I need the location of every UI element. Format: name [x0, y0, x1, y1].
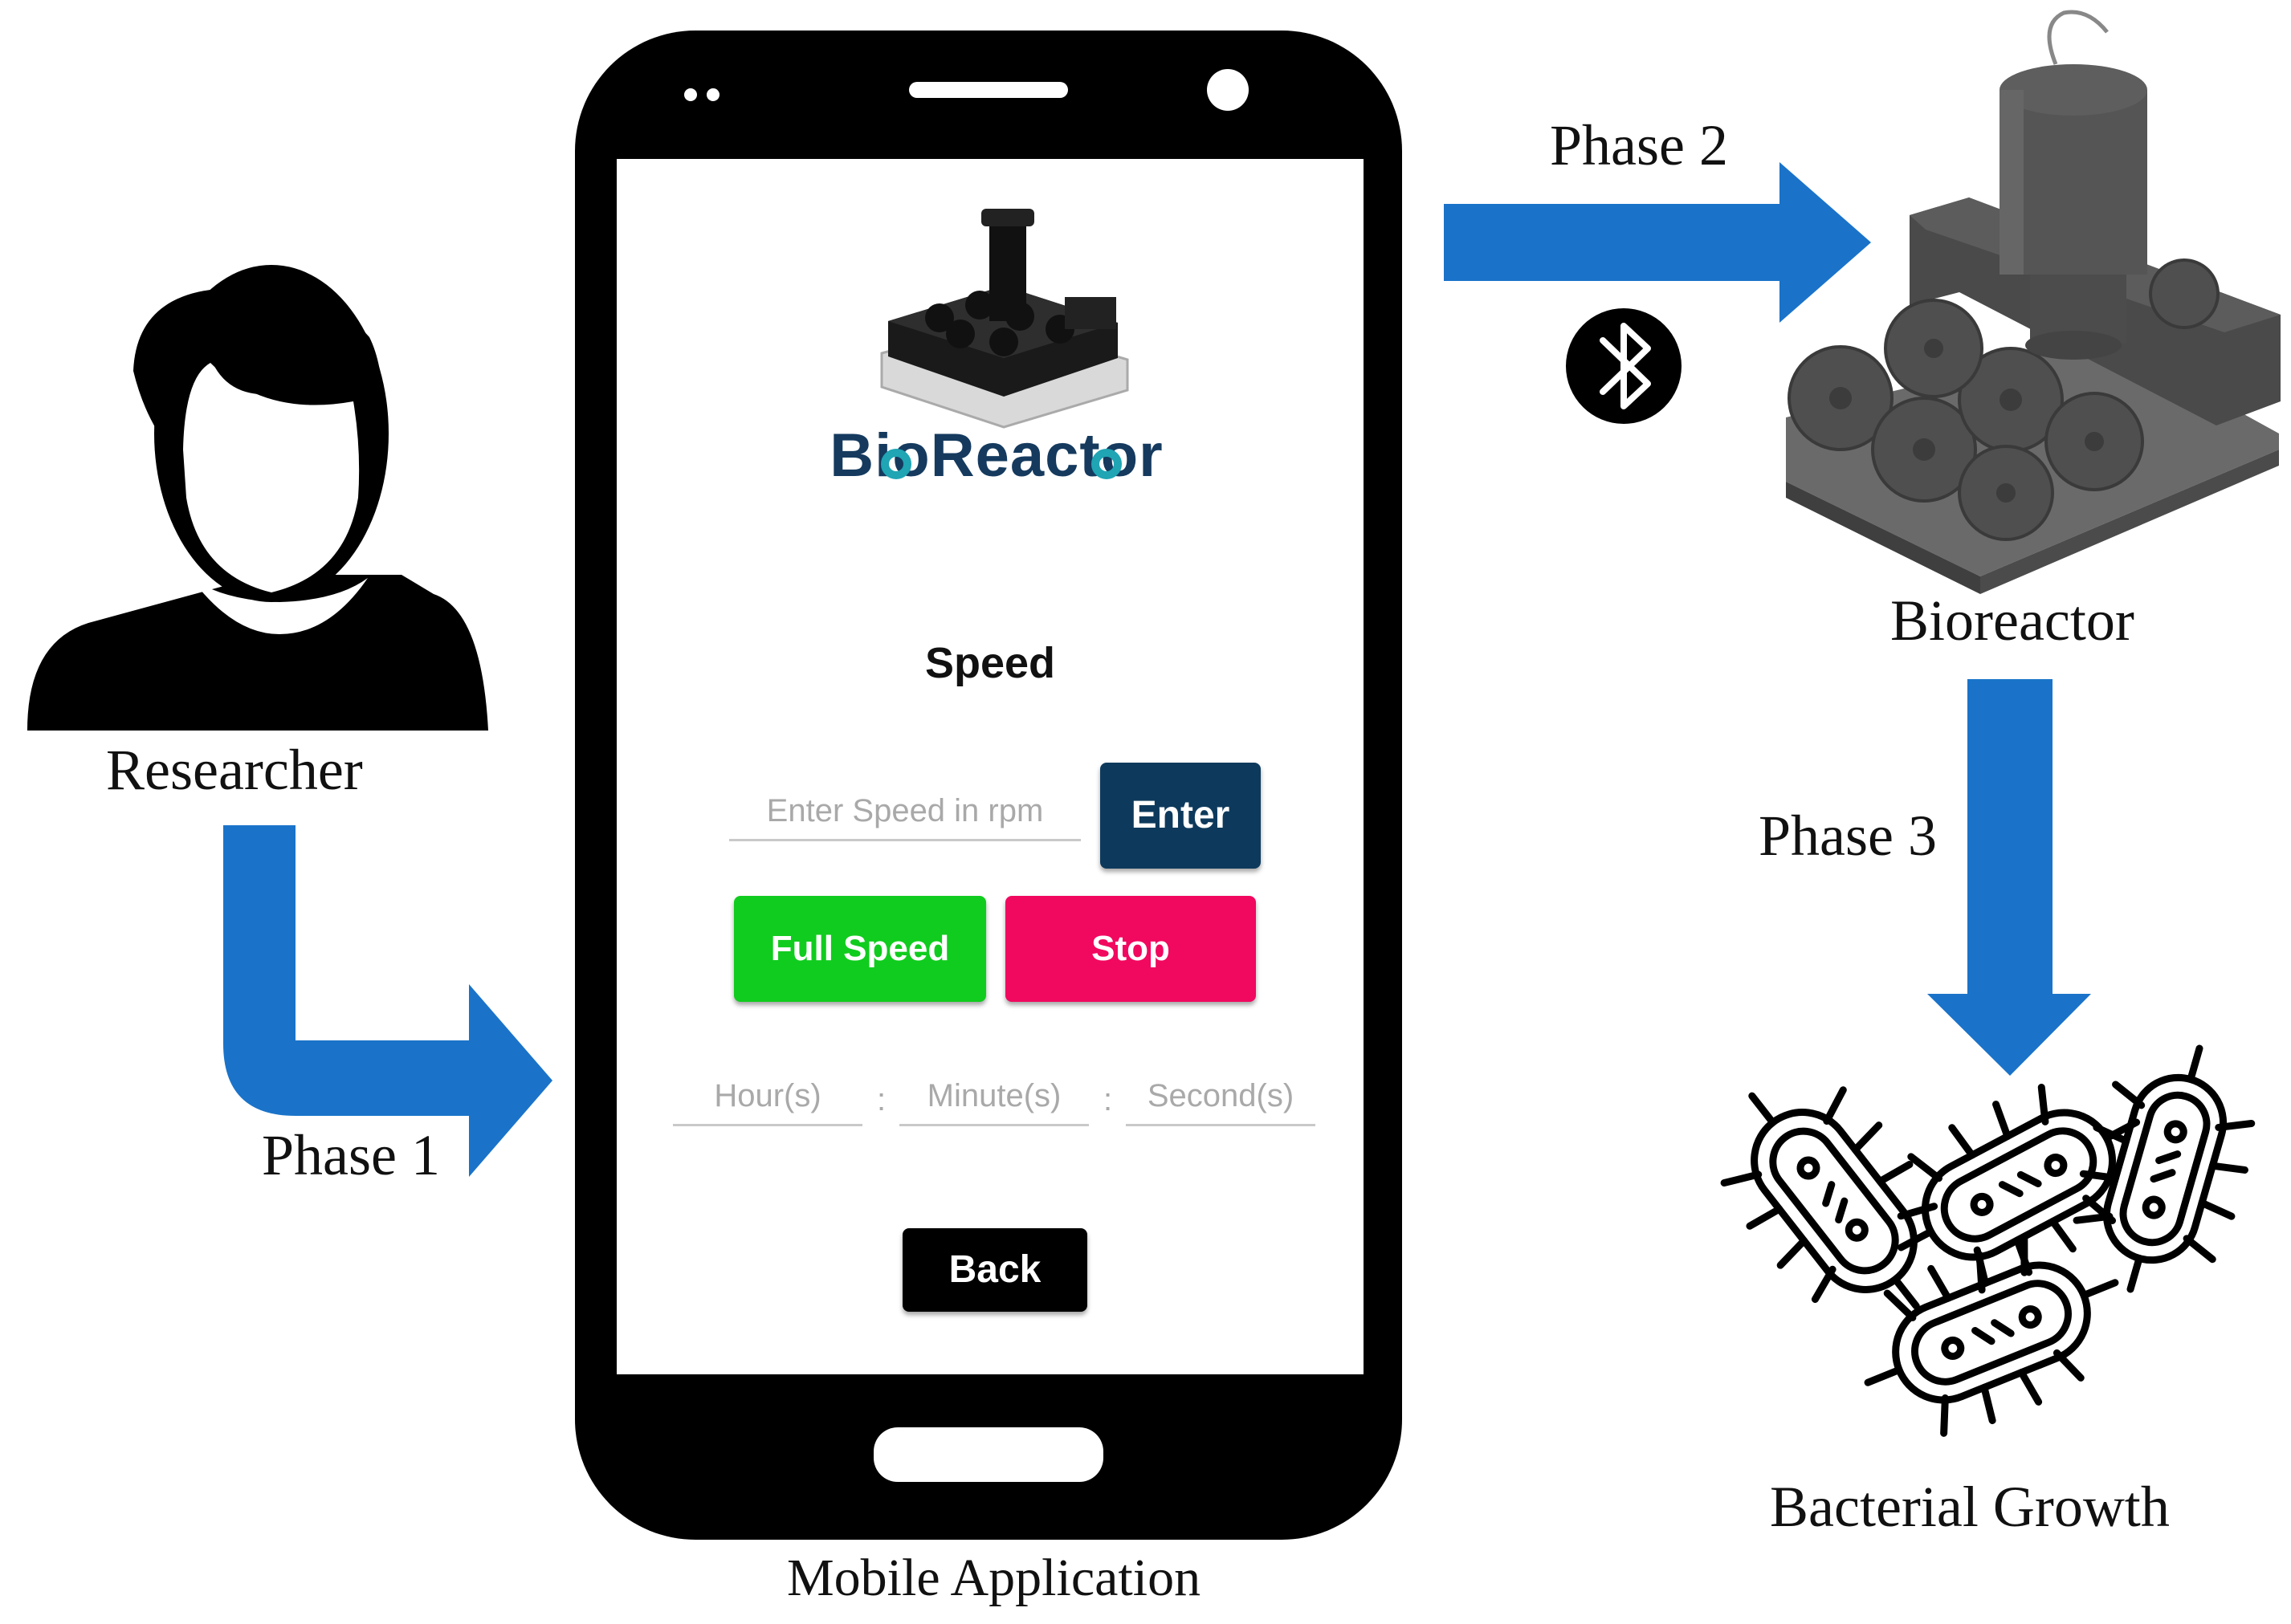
- seconds-input[interactable]: Second(s): [1126, 1068, 1315, 1126]
- phase1-arrow: [223, 825, 552, 1177]
- phone-sensor-dot: [684, 88, 697, 101]
- phone-camera: [1207, 69, 1249, 111]
- time-separator: :: [1103, 1082, 1113, 1117]
- speed-input[interactable]: Enter Speed in rpm: [729, 783, 1081, 841]
- time-separator: :: [877, 1082, 887, 1117]
- bioreactor-label: Bioreactor: [1890, 588, 2134, 653]
- phase2-label: Phase 2: [1550, 113, 1728, 177]
- speed-title: Speed: [924, 639, 1056, 687]
- back-button[interactable]: Back: [903, 1228, 1087, 1312]
- phase1-label: Phase 1: [262, 1123, 440, 1187]
- enter-button[interactable]: Enter: [1100, 763, 1261, 869]
- minutes-input[interactable]: Minute(s): [899, 1068, 1089, 1126]
- phase3-label: Phase 3: [1759, 804, 1937, 868]
- phone-home-button[interactable]: [874, 1427, 1103, 1482]
- bacterial-growth-label: Bacterial Growth: [1770, 1475, 2170, 1539]
- phone-sensor-dot: [707, 88, 720, 101]
- full-speed-button[interactable]: Full Speed: [734, 896, 986, 1002]
- phase3-arrow: [1927, 679, 2091, 1076]
- mobile-application-label: Mobile Application: [787, 1549, 1201, 1607]
- hours-input[interactable]: Hour(s): [673, 1068, 862, 1126]
- phase2-arrow: [1444, 162, 1871, 323]
- phone-speaker: [909, 82, 1068, 98]
- researcher-label: Researcher: [106, 738, 363, 802]
- stop-button[interactable]: Stop: [1005, 896, 1256, 1002]
